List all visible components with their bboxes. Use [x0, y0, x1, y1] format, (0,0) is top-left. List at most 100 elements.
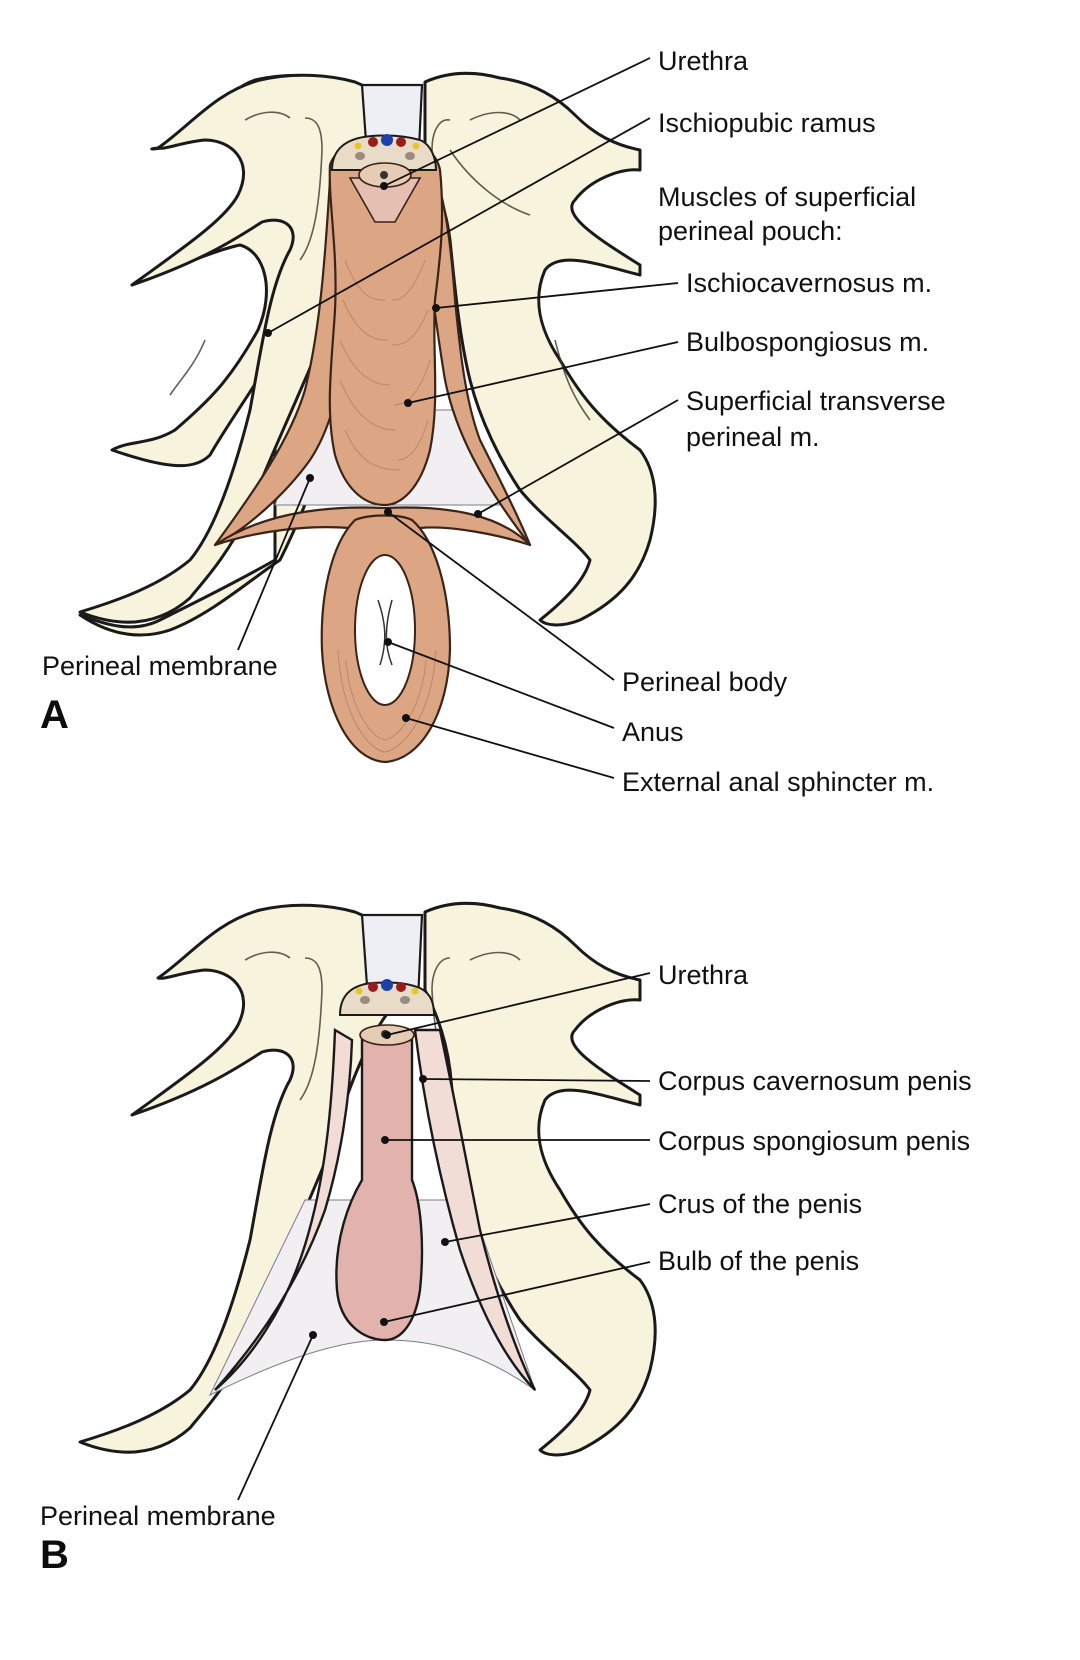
vein-icon: [381, 134, 393, 146]
leader-dot: [380, 1318, 388, 1326]
artery-icon: [396, 137, 406, 147]
leader-line: [407, 341, 679, 404]
callout-a-ischiopubic-ramus: Ischiopubic ramus: [264, 108, 876, 337]
penis-cross-section-a: [330, 134, 438, 223]
muscle-fiber: [344, 429, 401, 471]
callout-a-perineal-membrane: Perineal membrane: [42, 474, 314, 681]
label-crus: Crus of the penis: [658, 1189, 862, 1219]
heading-superficial-pouch-line-1: Muscles of superficial: [658, 182, 916, 212]
callout-a-urethra: Urethra: [380, 46, 749, 190]
callout-b-bulb: Bulb of the penis: [380, 1246, 859, 1326]
callout-a-anus: Anus: [384, 638, 684, 747]
panel-b-erectile-bodies: [78, 901, 657, 1457]
muscle-fiber: [391, 259, 426, 301]
left-crus-of-penis: [214, 1027, 354, 1391]
callout-b-corpus-cavernosum: Corpus cavernosum penis: [419, 1066, 972, 1096]
callout-b-corpus-spongiosum: Corpus spongiosum penis: [381, 1126, 970, 1156]
label-corpus-spongiosum: Corpus spongiosum penis: [658, 1126, 970, 1156]
right-ischiocavernosus-muscle: [418, 188, 532, 547]
left-ischiopubic-ramus: [78, 73, 394, 624]
bone-contour-line: [299, 117, 323, 261]
muscle-fiber: [342, 299, 389, 341]
bone-contour-line: [244, 951, 291, 961]
label-corpus-cavernosum: Corpus cavernosum penis: [658, 1066, 972, 1096]
leader-line: [387, 641, 615, 729]
leader-line: [435, 282, 679, 309]
nerve-icon: [411, 987, 419, 995]
leader-dot: [432, 304, 440, 312]
label-perineal-membrane: Perineal membrane: [40, 1501, 276, 1531]
label-urethra: Urethra: [658, 960, 749, 990]
label-bulb: Bulb of the penis: [658, 1246, 859, 1276]
leader-dot: [474, 510, 482, 518]
leader-dot: [309, 1331, 317, 1339]
callout-b-urethra: Urethra: [383, 960, 749, 1039]
muscle-fiber: [345, 659, 427, 741]
label-superficial-transverse-perineal: Superficial transverse: [686, 386, 946, 416]
corpus-spongiosum-penis: [335, 1038, 424, 1342]
label-perineal-membrane: Perineal membrane: [42, 651, 278, 681]
leader-line: [477, 399, 679, 515]
nerve-icon: [354, 142, 362, 150]
panel-letter-b: B: [40, 1533, 69, 1577]
leader-dot: [441, 1238, 449, 1246]
leader-line: [237, 1334, 314, 1501]
label-external-anal-sphincter: External anal sphincter m.: [622, 767, 934, 797]
leader-line: [383, 57, 651, 187]
label-bulbospongiosus: Bulbospongiosus m.: [686, 327, 929, 357]
bone-contour-line: [244, 111, 291, 121]
right-crus-of-penis: [413, 1028, 537, 1391]
leader-dot: [306, 474, 314, 482]
label-ischiocavernosus: Ischiocavernosus m.: [686, 268, 932, 298]
muscle-fiber: [337, 649, 437, 753]
leader-line: [386, 972, 651, 1036]
callout-a-superficial-transverse-perineal: Superficial transverse perineal m.: [474, 386, 946, 518]
label-ischiopubic-ramus: Ischiopubic ramus: [658, 108, 876, 138]
muscle-fiber: [339, 339, 391, 386]
leader-dot: [404, 399, 412, 407]
leader-dot: [384, 508, 392, 516]
leader-dot: [380, 182, 388, 190]
bone-contour-line: [299, 957, 323, 1101]
anus-folds: [377, 599, 393, 666]
leader-line: [444, 1203, 651, 1243]
leader-dot: [383, 1031, 391, 1039]
leader-dot: [419, 1075, 427, 1083]
bone-contour-line: [449, 149, 531, 216]
heading-superficial-pouch-line-2: perineal pouch:: [658, 216, 843, 246]
artery-icon: [368, 137, 378, 147]
bone-contour-line: [169, 339, 206, 396]
leader-dot: [264, 329, 272, 337]
penis-cross-section-b: [338, 979, 436, 1046]
panel-a-superficial-pouch-muscles: [78, 71, 657, 764]
leader-dot: [381, 1136, 389, 1144]
bone-contour-line: [554, 339, 591, 421]
artery-icon: [396, 982, 406, 992]
muscle-fiber: [391, 309, 429, 346]
artery-icon: [368, 982, 378, 992]
vein-icon: [381, 979, 393, 991]
callout-a-bulbospongiosus: Bulbospongiosus m.: [404, 327, 929, 407]
muscle-fiber: [393, 359, 431, 406]
nerve-icon: [412, 142, 420, 150]
panel-letter-a: A: [40, 693, 69, 737]
callout-a-external-anal-sphincter: External anal sphincter m.: [402, 714, 934, 797]
label-perineal-body: Perineal body: [622, 667, 788, 697]
leader-dot: [384, 638, 392, 646]
callout-b-perineal-membrane: Perineal membrane: [40, 1331, 317, 1531]
muscle-fiber: [397, 419, 429, 461]
muscle-fiber: [344, 259, 386, 301]
label-superficial-transverse-perineal-line-2: perineal m.: [686, 422, 820, 452]
callout-a-ischiocavernosus: Ischiocavernosus m.: [432, 268, 932, 312]
callout-a-perineal-body: Perineal body: [384, 508, 788, 697]
leader-line: [422, 1078, 651, 1082]
label-anus: Anus: [622, 717, 684, 747]
leader-line: [383, 1261, 651, 1323]
leader-line: [387, 511, 615, 681]
bone-contour-line: [469, 111, 521, 121]
label-urethra: Urethra: [658, 46, 749, 76]
leader-line: [405, 717, 615, 779]
leader-line: [237, 477, 311, 651]
